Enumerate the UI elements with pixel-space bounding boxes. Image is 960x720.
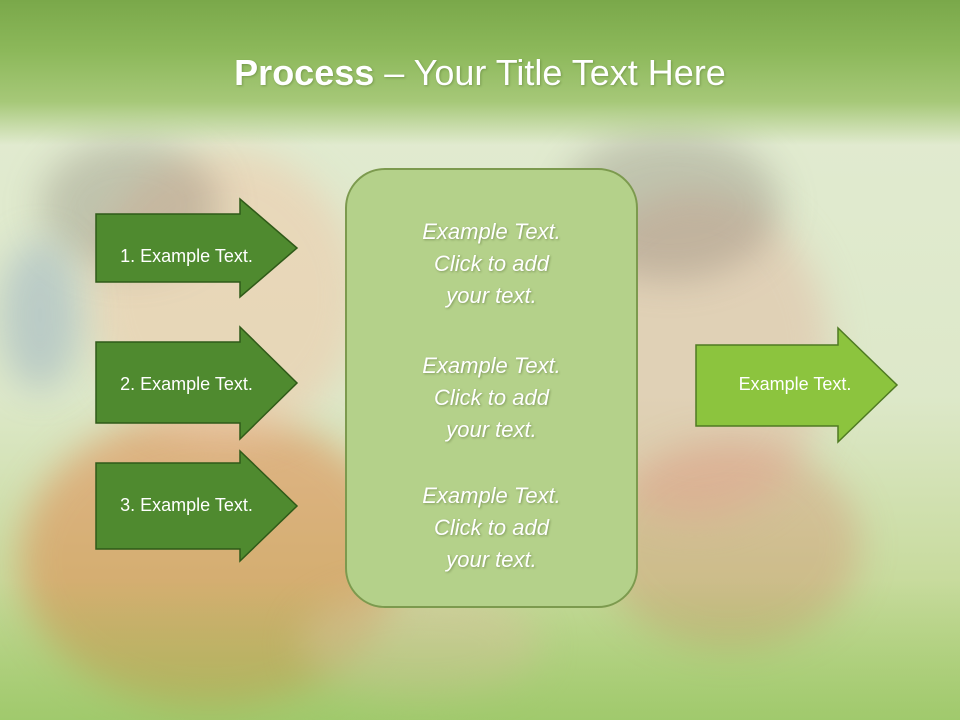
center-paragraph-2: Example Text. Click to add your text. — [347, 350, 636, 446]
paragraph-line: your text. — [446, 547, 537, 572]
arrow-step-3-label: 3. Example Text. — [120, 495, 253, 515]
paragraph-line: your text. — [446, 417, 537, 442]
arrow-step-1-label: 1. Example Text. — [120, 246, 253, 266]
title-bar — [0, 0, 960, 145]
paragraph-line: Click to add — [434, 385, 549, 410]
paragraph-line: Example Text. — [422, 353, 561, 378]
paragraph-line: Example Text. — [422, 483, 561, 508]
center-text-box[interactable]: Example Text. Click to add your text. Ex… — [345, 168, 638, 608]
arrow-step-2-label: 2. Example Text. — [120, 374, 253, 394]
arrow-result[interactable] — [695, 326, 899, 444]
center-paragraph-3: Example Text. Click to add your text. — [347, 480, 636, 576]
arrow-step-1[interactable] — [95, 197, 299, 299]
paragraph-line: Click to add — [434, 251, 549, 276]
paragraph-line: Example Text. — [422, 219, 561, 244]
paragraph-line: Click to add — [434, 515, 549, 540]
arrow-result-label: Example Text. — [738, 374, 852, 394]
paragraph-line: your text. — [446, 283, 537, 308]
title-rest: – Your Title Text Here — [374, 52, 726, 93]
center-paragraph-1: Example Text. Click to add your text. — [347, 216, 636, 312]
arrow-step-2[interactable] — [95, 325, 299, 441]
slide-title[interactable]: Process – Your Title Text Here — [0, 52, 960, 94]
title-bold: Process — [234, 52, 375, 93]
arrow-step-3[interactable] — [95, 449, 299, 563]
